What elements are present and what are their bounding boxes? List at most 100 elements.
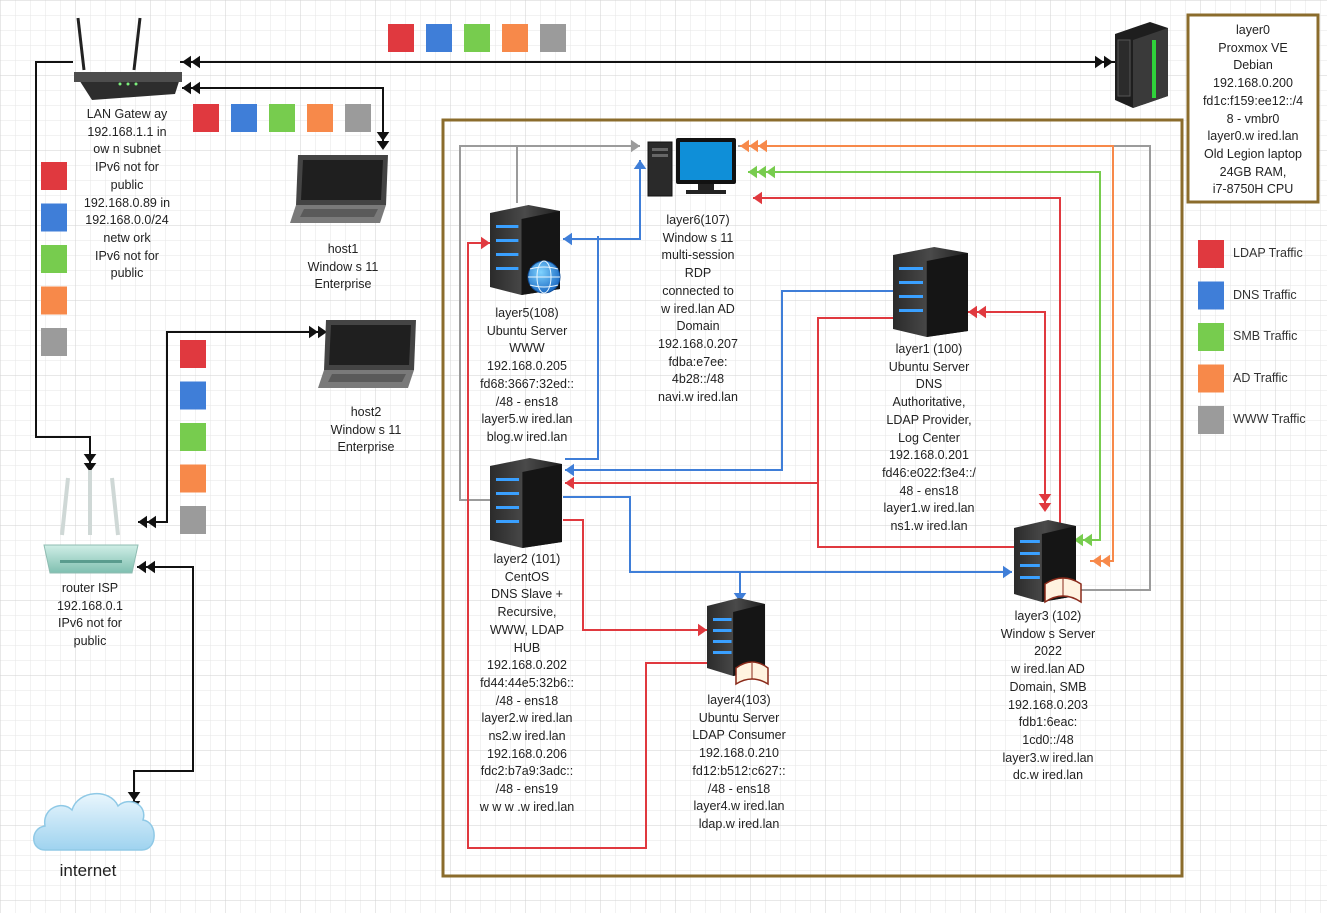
label-line: Enterprise [314, 277, 372, 292]
label-line: Proxmox VE [1218, 40, 1288, 55]
label-line: Window s 11 [330, 422, 402, 437]
label-line: layer2.w ired.lan [481, 711, 573, 726]
dns-link-layer1-layer2 [565, 290, 893, 471]
ad-traffic-square [41, 286, 67, 315]
arrowhead [318, 325, 327, 339]
arrowhead [766, 165, 775, 179]
label-line: w ired.lan AD [1011, 662, 1085, 677]
smb-traffic-square [41, 245, 67, 273]
link-routerisp-internet [133, 566, 194, 808]
label-line: Window s 11 [307, 259, 379, 274]
www-traffic-square [180, 506, 206, 534]
proxmox-frame [441, 118, 1184, 878]
arrowhead [563, 232, 572, 246]
arrowheads [83, 55, 1113, 810]
label-line: fd46:e022:f3e4::/ [882, 465, 976, 480]
label-line: 192.168.0.0/24 [85, 213, 169, 228]
label-line: layer0 [1235, 23, 1271, 37]
label-line: HUB [513, 640, 541, 655]
label-line: router ISP [61, 581, 119, 595]
label-line: /48 - ens19 [495, 782, 559, 797]
arrowhead [977, 305, 986, 319]
label-line: layer4.w ired.lan [693, 799, 785, 814]
arrowhead [748, 165, 757, 179]
label-line: layer1.w ired.lan [883, 501, 975, 516]
label-line: 192.168.0.89 in [83, 195, 171, 210]
label-line: i7-8750H CPU [1212, 182, 1294, 197]
globe-icon [527, 260, 561, 294]
server-rack-icon [1115, 22, 1168, 108]
arrowhead [1095, 55, 1104, 69]
label-line: public [110, 266, 144, 281]
server-icon [707, 598, 765, 676]
arrowhead [1104, 55, 1113, 69]
label-line: 192.168.0.200 [1213, 76, 1293, 91]
label-line: fd1c:f159:ee12::/4 [1202, 93, 1304, 108]
label-line: 24GB RAM, [1219, 164, 1287, 179]
book-icon [735, 661, 769, 686]
label-line: CentOS [504, 569, 550, 584]
traffic-squares [41, 24, 1224, 534]
arrowhead [309, 325, 318, 339]
arrowhead [147, 515, 156, 529]
label-line: netw ork [103, 230, 151, 245]
arrowhead [191, 55, 200, 69]
label-line: dc.w ired.lan [1012, 768, 1084, 783]
label-line: 192.168.0.203 [1008, 697, 1088, 712]
arrowhead [565, 476, 574, 490]
label-line: Domain [676, 319, 720, 334]
arrowhead [740, 139, 749, 153]
label-line: 2022 [1034, 644, 1062, 659]
label-line: 8 - vmbr0 [1226, 111, 1280, 126]
legend-label: DNS Traffic [1233, 287, 1297, 302]
link-gateway-host1 [182, 87, 384, 148]
label-line: 192.168.0.207 [658, 336, 738, 351]
www-traffic-square [540, 24, 566, 52]
arrowhead [631, 139, 640, 153]
label-line: host2 [350, 405, 382, 419]
smb-traffic-square [269, 104, 295, 132]
label-line: RDP [684, 266, 712, 281]
legend-swatch [1198, 364, 1224, 393]
label-line: Enterprise [337, 440, 395, 455]
ad-traffic-square [502, 24, 528, 52]
label-line: ns2.w ired.lan [488, 729, 566, 744]
arrowhead [1074, 533, 1083, 547]
ldap-traffic-square [193, 104, 219, 132]
ldap-traffic-square [41, 162, 67, 190]
label-line: LDAP Provider, [886, 412, 972, 427]
label-line: 192.168.1.1 in [87, 124, 167, 139]
label-line: layer4(103) [707, 693, 771, 707]
www-link-layer2-layer6 [459, 145, 640, 501]
laptop-icon [290, 155, 388, 223]
label-line: Ubuntu Server [486, 323, 568, 338]
label-line: /48 - ens18 [495, 693, 559, 708]
label-line: /48 - ens18 [495, 394, 559, 409]
arrowhead [1101, 554, 1110, 568]
arrowhead [1092, 554, 1101, 568]
arrowhead [138, 515, 147, 529]
label-line: internet [59, 861, 117, 880]
label-line: Old Legion laptop [1204, 146, 1302, 161]
label-line: layer2 (101) [493, 552, 561, 566]
label-line: IPv6 not for [95, 160, 159, 175]
label-line: 4b28::/48 [671, 372, 725, 387]
label-line: DNS [915, 377, 943, 392]
arrowhead [1038, 494, 1052, 503]
arrowhead [749, 139, 758, 153]
ldap-traffic-square [388, 24, 414, 52]
label-line: blog.w ired.lan [486, 429, 568, 444]
www-traffic-square [345, 104, 371, 132]
smb-traffic-square [180, 423, 206, 451]
desktop-icon [647, 138, 736, 197]
legend-swatch [1198, 281, 1224, 310]
legend-swatch [1198, 240, 1224, 268]
ldap-traffic-square [180, 340, 206, 368]
arrowhead [137, 560, 146, 574]
label-line: /48 - ens18 [707, 781, 771, 796]
legend-label: AD Traffic [1233, 370, 1288, 385]
